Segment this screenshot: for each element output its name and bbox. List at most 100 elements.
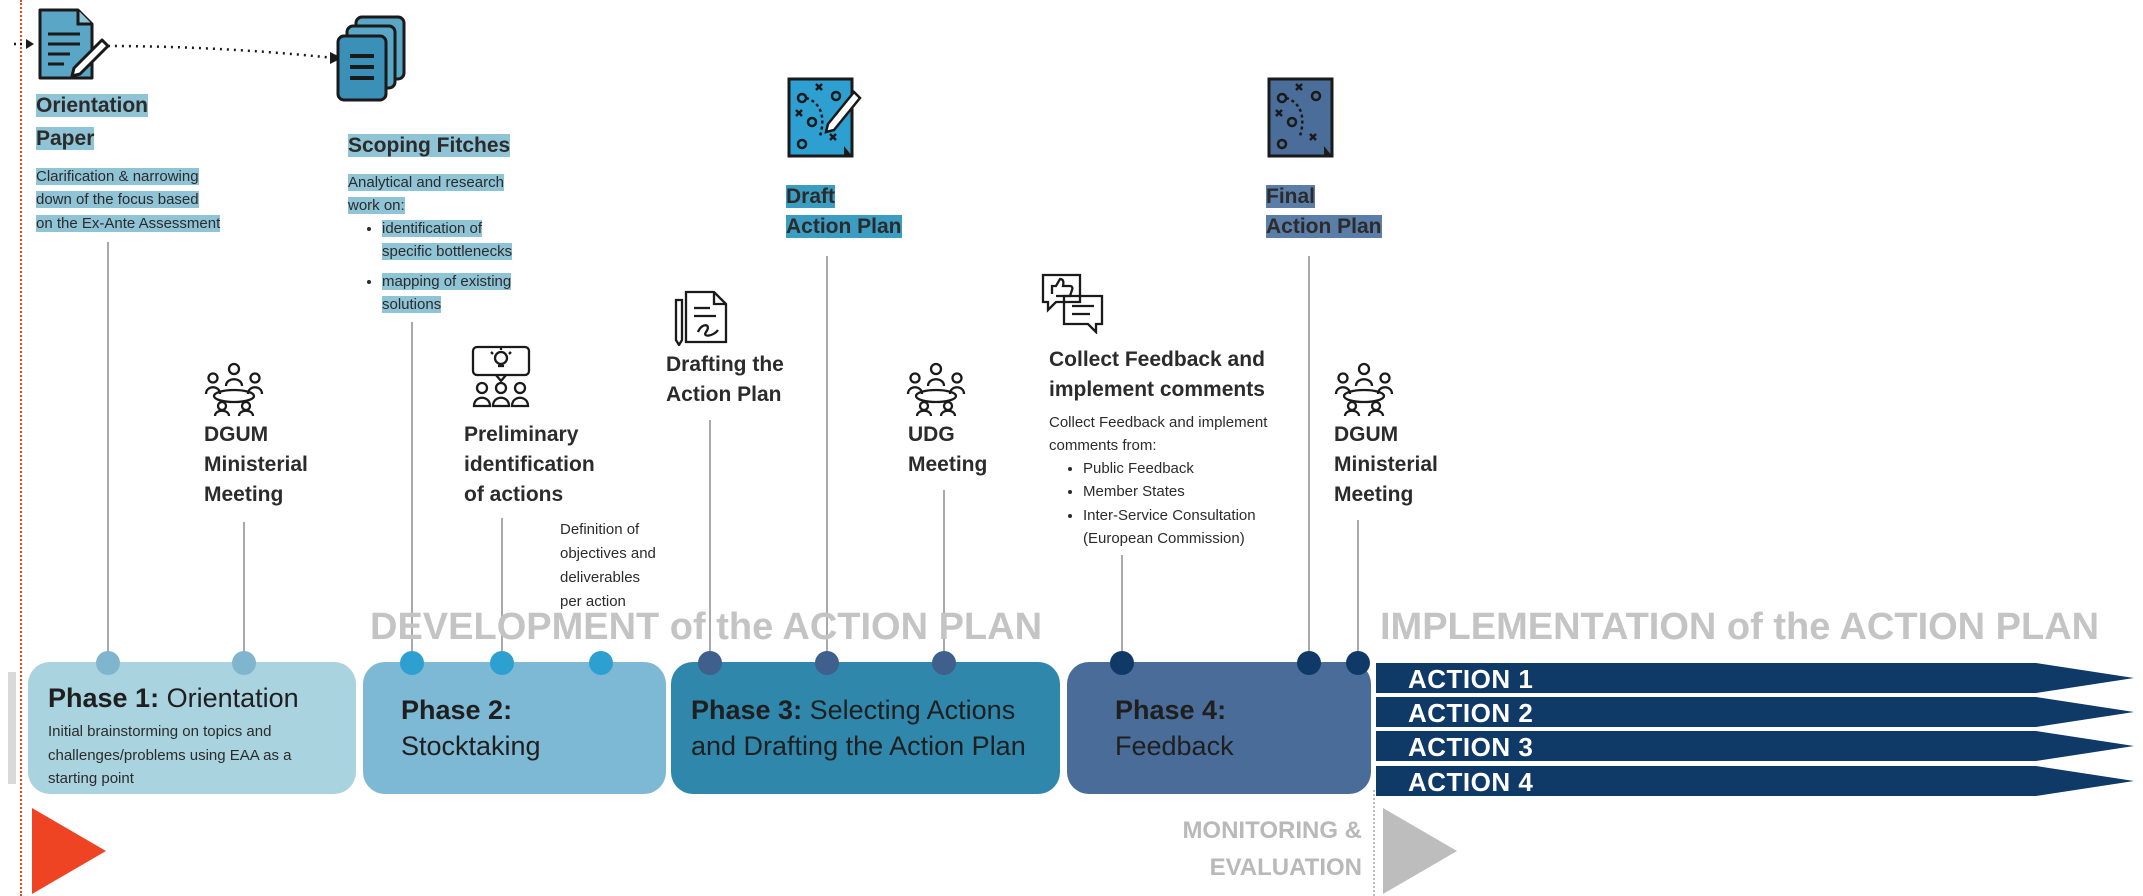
- label-line: Collect Feedback and: [1049, 348, 1265, 371]
- implementation-section-title: IMPLEMENTATION of the ACTION PLAN: [1380, 606, 2100, 648]
- bullet-text: specific bottlenecks: [382, 243, 513, 261]
- timeline-start-line: [20, 0, 22, 896]
- implementation-divider: [1373, 790, 1375, 896]
- bullet-text: solutions: [382, 295, 442, 313]
- label-line: Drafting the: [666, 353, 784, 376]
- label-line: Meeting: [204, 482, 284, 506]
- note-line: per action: [560, 593, 626, 610]
- documents-stack-icon: [336, 15, 406, 102]
- milestone-title: Action Plan: [786, 214, 902, 238]
- label-line: Action Plan: [666, 382, 782, 406]
- preliminary-actions-label: Preliminary identification of actions: [464, 420, 595, 509]
- monitoring-arrow: [1383, 808, 1457, 894]
- milestone-dot: [490, 651, 514, 675]
- collect-feedback-block: Collect Feedback and implement comments …: [1049, 345, 1267, 550]
- milestone-dot: [96, 651, 120, 675]
- label-line: UDG: [908, 423, 955, 446]
- definition-note: Definition of objectives and deliverable…: [560, 518, 656, 614]
- phase-desc: challenges/problems using EAA as a: [48, 746, 292, 764]
- label-line: Meeting: [1334, 482, 1414, 506]
- action-label: ACTION 2: [1408, 698, 1534, 728]
- connector-line: [709, 420, 711, 662]
- bullet-text: Member States: [1083, 483, 1185, 501]
- dgum-meeting-label: DGUM Ministerial Meeting: [1334, 420, 1438, 509]
- drafting-label: Drafting the Action Plan: [666, 350, 784, 410]
- label-line: EVALUATION: [1209, 854, 1362, 882]
- dgum-meeting-label: DGUM Ministerial Meeting: [204, 420, 308, 509]
- milestone-desc: Analytical and research: [348, 173, 504, 191]
- udg-meeting-label: UDG Meeting: [908, 420, 987, 480]
- milestone-title: Draft: [786, 185, 836, 208]
- phase-name: Stocktaking: [401, 731, 541, 762]
- connector-line: [411, 322, 413, 662]
- milestone-desc: work on:: [348, 196, 405, 214]
- phase-name-line2: and Drafting the Action Plan: [691, 731, 1026, 762]
- meeting-table-icon: [1334, 362, 1394, 416]
- document-signing-icon: [674, 290, 728, 346]
- bullet-text: Inter-Service Consultation: [1083, 506, 1256, 524]
- milestone-dot: [1297, 651, 1321, 675]
- label-line: implement comments: [1049, 377, 1265, 401]
- milestone-desc: on the Ex-Ante Assessment: [36, 214, 221, 232]
- desc-line: Collect Feedback and implement: [1049, 413, 1268, 431]
- document-pen-icon: [38, 8, 110, 80]
- action-label: ACTION 3: [1408, 732, 1534, 762]
- connector-line: [1308, 256, 1310, 662]
- milestone-dot: [400, 651, 424, 675]
- connector-line: [501, 518, 503, 662]
- action-arrow: ACTION 2: [1376, 697, 2134, 727]
- label-line: Ministerial: [1334, 452, 1438, 476]
- phase-number: Phase 1:: [48, 683, 160, 713]
- milestone-dot: [1110, 651, 1134, 675]
- label-line: MONITORING &: [1182, 817, 1362, 844]
- action-label: ACTION 1: [1408, 664, 1534, 694]
- phase-number: Phase 4:: [1115, 695, 1227, 725]
- orientation-paper-milestone: Orientation Paper Clarification & narrow…: [36, 90, 221, 235]
- label-line: Meeting: [908, 452, 988, 476]
- milestone-title: Action Plan: [1266, 214, 1382, 238]
- connector-line: [1121, 555, 1123, 662]
- milestone-dot: [698, 651, 722, 675]
- left-edge-bar: [8, 672, 16, 784]
- milestone-title: Paper: [36, 126, 95, 150]
- scoping-fitches-milestone: Scoping Fitches Analytical and research …: [348, 130, 548, 316]
- milestone-dot: [589, 651, 613, 675]
- draft-action-plan-milestone: Draft Action Plan: [786, 182, 902, 242]
- idea-team-icon: [471, 345, 531, 408]
- note-line: objectives and: [560, 545, 656, 562]
- action-label: ACTION 4: [1408, 767, 1534, 797]
- connector-line: [107, 242, 109, 662]
- note-line: deliverables: [560, 569, 641, 586]
- phase-4-box: Phase 4: Feedback: [1067, 662, 1371, 794]
- label-line: Preliminary: [464, 423, 579, 446]
- phase-name: Orientation: [166, 683, 299, 713]
- list-item: Inter-Service Consultation (European Comm…: [1083, 504, 1267, 551]
- final-action-plan-milestone: Final Action Plan: [1266, 182, 1382, 242]
- label-line: DGUM: [1334, 423, 1399, 446]
- label-line: Ministerial: [204, 452, 308, 476]
- connector-line: [826, 256, 828, 662]
- phase-name: Feedback: [1115, 731, 1234, 762]
- label-line: identification: [464, 452, 595, 476]
- meeting-table-icon: [204, 362, 264, 416]
- milestone-title: Orientation: [36, 94, 149, 117]
- dotted-arrow-connector: [108, 44, 342, 64]
- connector-line: [943, 490, 945, 662]
- bullet-text: mapping of existing: [382, 272, 512, 290]
- connector-line: [1357, 520, 1359, 662]
- phase-1-box: Phase 1: Orientation Initial brainstormi…: [28, 662, 356, 794]
- list-item: mapping of existing solutions: [382, 270, 548, 317]
- phase-2-box: Phase 2:Stocktaking: [363, 662, 666, 794]
- list-item: Public Feedback: [1083, 457, 1267, 480]
- list-item: Member States: [1083, 480, 1267, 503]
- milestone-desc: down of the focus based: [36, 191, 199, 209]
- milestone-title: Final: [1266, 185, 1316, 208]
- strategy-board-icon: [787, 77, 862, 158]
- milestone-dot: [1346, 651, 1370, 675]
- desc-line: comments from:: [1049, 436, 1157, 454]
- phase-name: Selecting Actions: [809, 695, 1016, 725]
- start-arrow: [32, 808, 106, 894]
- milestone-desc: Clarification & narrowing: [36, 168, 199, 186]
- bullet-text: (European Commission): [1083, 529, 1245, 547]
- action-arrow: ACTION 1: [1376, 663, 2134, 693]
